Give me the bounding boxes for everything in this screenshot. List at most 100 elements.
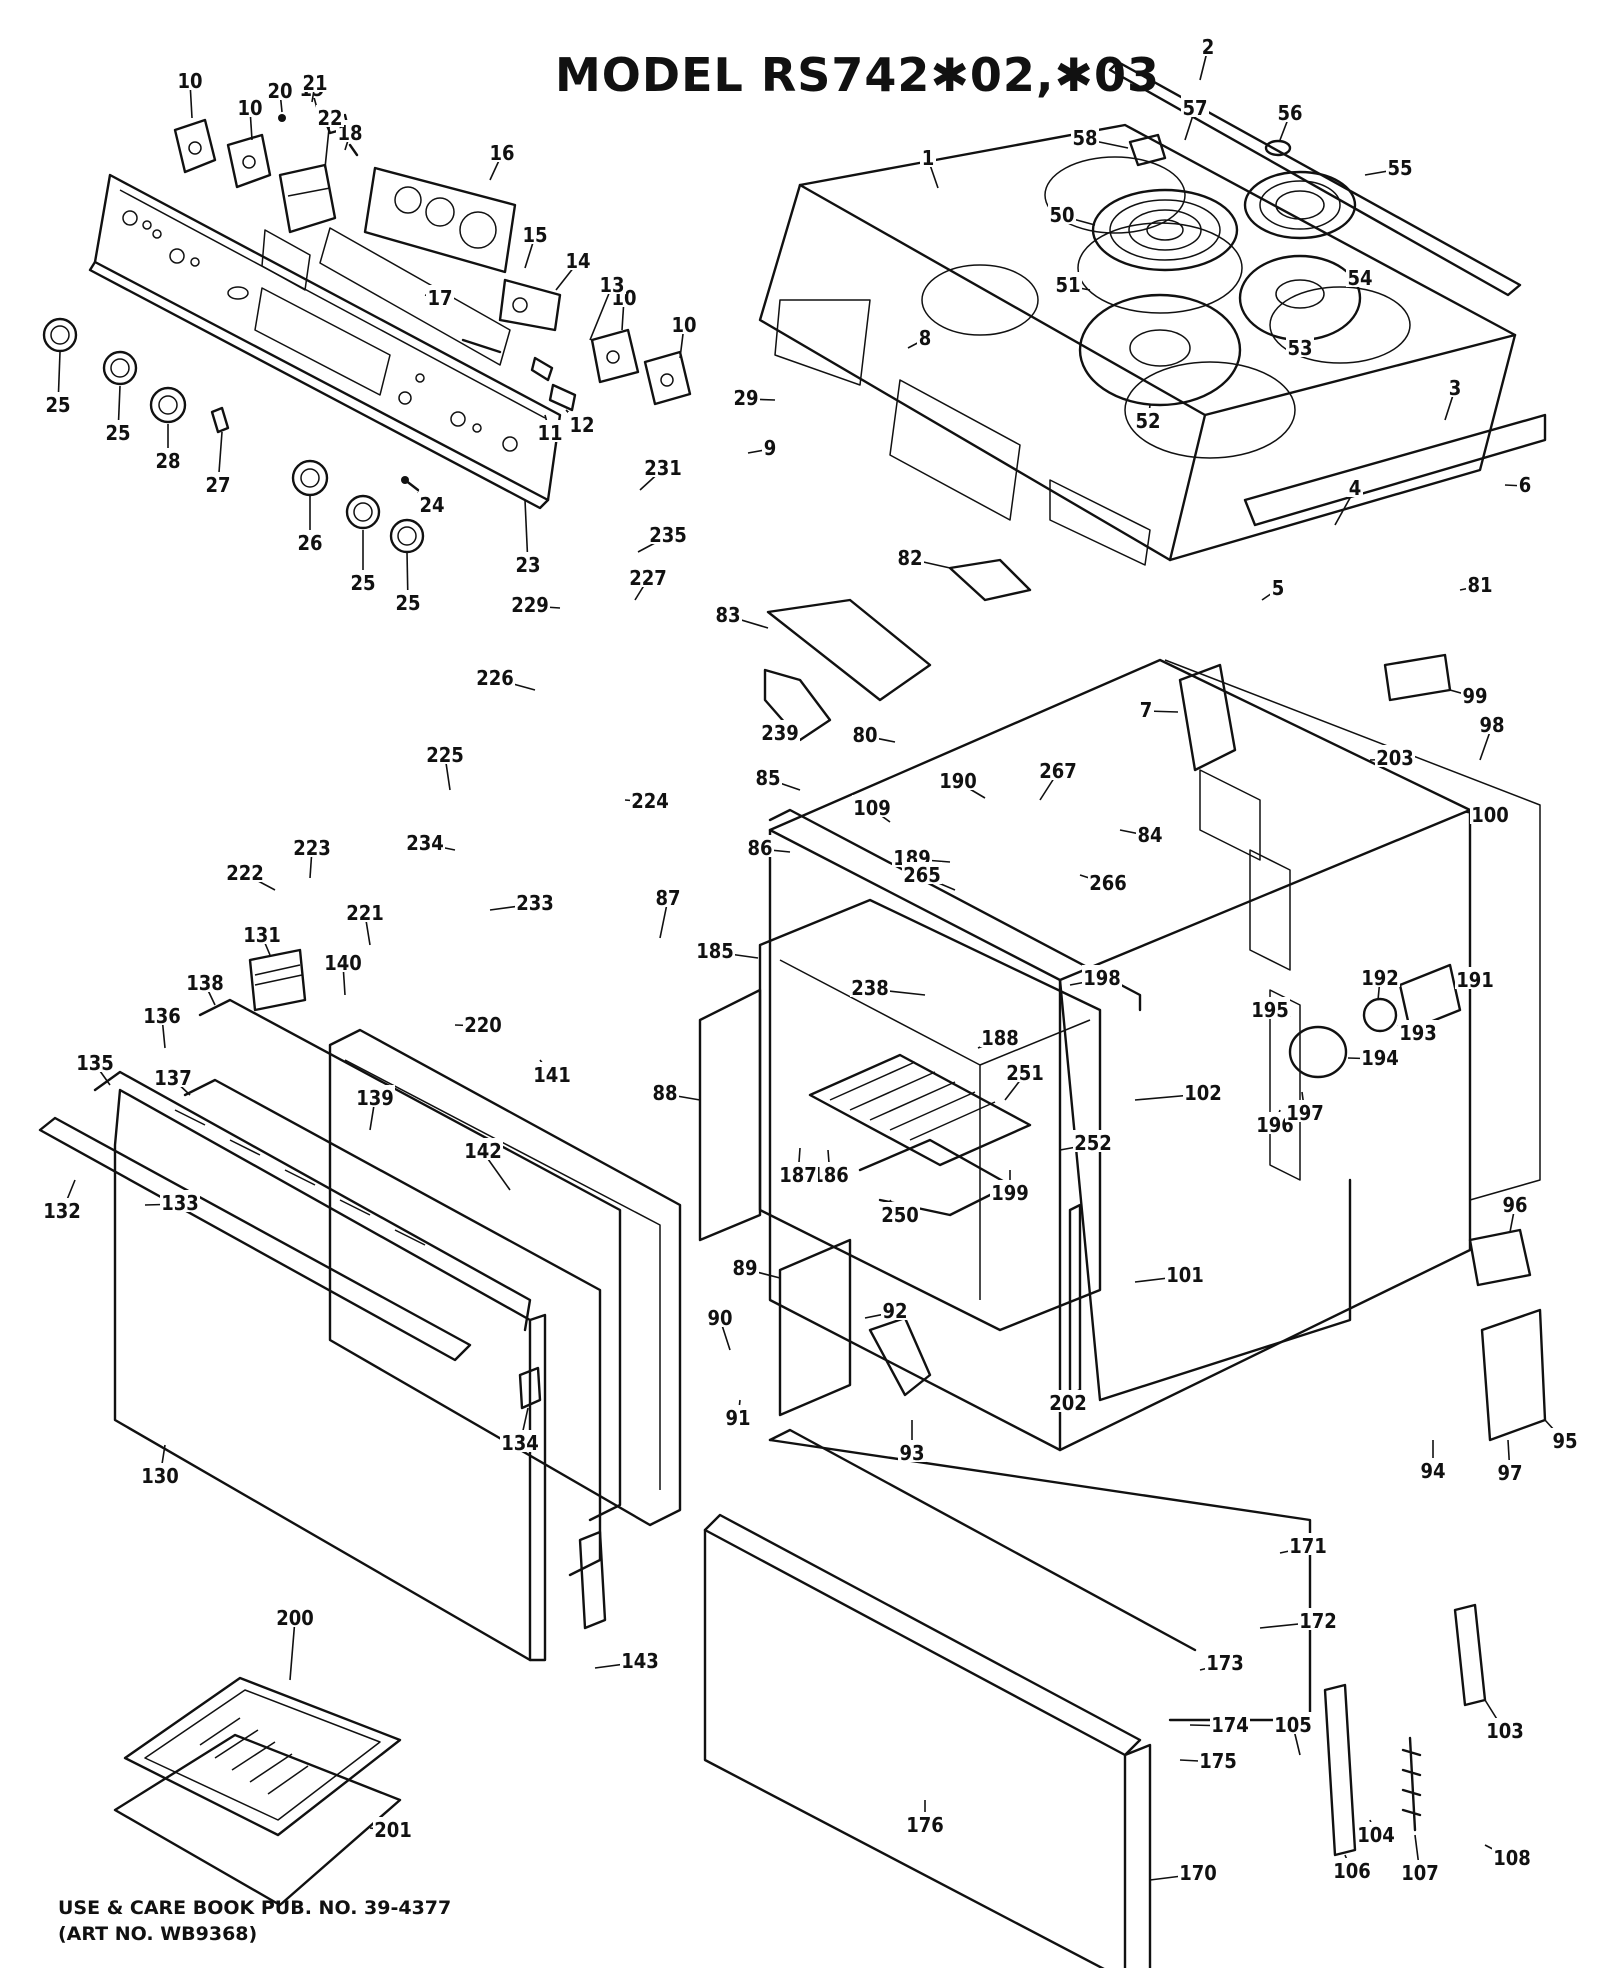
door-glass-137 [183,1078,602,1577]
part-label-10: 10 [237,96,262,120]
label-bg [394,590,422,612]
part-label-233: 233 [516,891,554,915]
label-bg [142,1003,182,1025]
part-label-185: 185 [696,939,734,963]
label-bg [1005,1060,1045,1082]
label-bg [236,95,264,117]
label-bg [1048,1390,1088,1412]
part-label-170: 170 [1179,1861,1217,1885]
part-label-136: 136 [143,1004,181,1028]
label-bg [510,592,550,614]
part-label-187: 187 [779,1163,817,1187]
part-label-54: 54 [1347,266,1372,290]
broiler-pan-200 [123,1676,402,1837]
part-label-25: 25 [45,393,70,417]
part-label-15: 15 [522,223,547,247]
oven-hinge-103 [1453,1603,1487,1707]
footer-line-2: (ART NO. WB9368) [58,1923,258,1945]
part-label-25: 25 [350,571,375,595]
label-bg [1276,100,1304,122]
part-label-134: 134 [501,1431,539,1455]
part-label-53: 53 [1287,336,1312,360]
part-label-5: 5 [1272,576,1285,600]
label-bg [1178,1860,1218,1882]
footer-line-1: USE & CARE BOOK PUB. NO. 39-4377 [58,1897,452,1919]
part-label-200: 200 [276,1606,314,1630]
label-bg [1198,1748,1238,1770]
part-label-229: 229 [511,593,549,617]
part-label-1: 1 [922,146,935,170]
leader-line [589,285,613,341]
label-bg [1165,1262,1205,1284]
front-frame-86 [768,808,1142,1012]
label-bg [1470,802,1510,824]
part-label-203: 203 [1376,746,1414,770]
terminal-block-96 [1468,1228,1532,1287]
label-bg [564,248,592,270]
door-inner-138 [198,998,622,1522]
label-bg [980,1025,1020,1047]
box-95 [1480,1308,1547,1442]
part-label-24: 24 [419,493,444,517]
label-bg [1332,1858,1372,1880]
part-label-52: 52 [1135,409,1160,433]
part-label-57: 57 [1182,96,1207,120]
label-bg [292,835,332,857]
label-bg [648,522,688,544]
label-bg [1356,1822,1396,1844]
label-bg [1485,1718,1525,1740]
label-bg [418,492,446,514]
label-bg [1517,472,1533,494]
receptacle-56 [1264,139,1292,157]
part-label-29: 29 [733,386,758,410]
part-label-80: 80 [852,723,877,747]
label-bg [731,1255,759,1277]
part-label-130: 130 [141,1464,179,1488]
part-label-175: 175 [1199,1749,1237,1773]
label-bg [1134,408,1162,430]
door-handle-132 [38,1116,472,1362]
label-bg [892,845,932,867]
label-bg [1419,1458,1447,1480]
label-bg [185,970,225,992]
part-label-6: 6 [1519,473,1532,497]
label-bg [1183,1080,1223,1102]
label-bg [896,545,924,567]
part-label-239: 239 [761,721,799,745]
part-label-82: 82 [897,546,922,570]
knob-25b [102,350,138,386]
part-label-224: 224 [631,789,669,813]
label-bg [714,602,742,624]
part-label-9: 9 [764,436,777,460]
part-label-94: 94 [1420,1459,1445,1483]
label-bg [1386,155,1414,177]
knob-26 [291,459,329,497]
label-bg [881,1298,909,1320]
part-label-2: 2 [1202,35,1215,59]
label-bg [1496,1460,1524,1482]
part-label-88: 88 [652,1081,677,1105]
label-bg [355,1085,395,1107]
label-bg [938,768,978,790]
label-bg [1270,575,1286,597]
part-label-172: 172 [1299,1609,1337,1633]
part-label-201: 201 [374,1818,412,1842]
part-label-105: 105 [1274,1713,1312,1737]
surface-unit-50 [1091,188,1239,272]
label-bg [651,1080,679,1102]
label-bg [301,70,329,92]
part-label-25: 25 [395,591,420,615]
part-label-173: 173 [1206,1651,1244,1675]
label-bg [1501,1192,1529,1214]
label-bg [810,1162,850,1184]
label-bg [225,860,265,882]
label-bg [850,975,890,997]
part-label-8: 8 [919,326,932,350]
label-bg [488,140,516,162]
part-label-132: 132 [43,1199,81,1223]
part-label-235: 235 [649,523,687,547]
part-label-100: 100 [1471,803,1509,827]
label-bg [532,1062,572,1084]
part-label-135: 135 [76,1051,114,1075]
part-label-97: 97 [1497,1461,1522,1485]
